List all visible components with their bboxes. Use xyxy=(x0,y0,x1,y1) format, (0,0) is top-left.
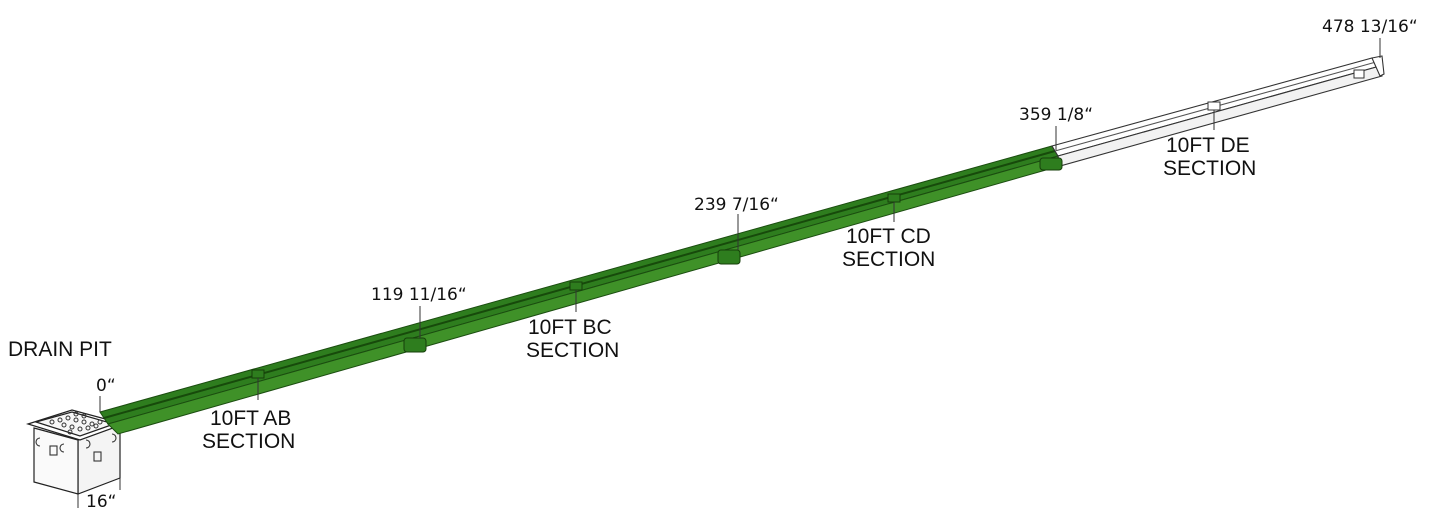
mark-119: 119 11/16“ xyxy=(371,285,467,305)
section-de-line2: SECTION xyxy=(1163,157,1256,180)
section-ab-line2: SECTION xyxy=(202,430,295,453)
joint-b xyxy=(403,337,427,353)
section-ab-line1: 10FT AB xyxy=(210,407,291,430)
mark-239: 239 7/16“ xyxy=(694,195,779,215)
bracket-cd xyxy=(887,193,901,203)
start-mark: 0“ xyxy=(96,376,116,396)
channel-side-face xyxy=(107,155,1061,435)
section-bc-line1: 10FT BC xyxy=(528,316,612,339)
mark-359: 359 1/8“ xyxy=(1019,105,1093,125)
section-de-line1: 10FT DE xyxy=(1166,134,1250,157)
drain-pit-title: DRAIN PIT xyxy=(8,338,112,361)
bracket-bc xyxy=(569,281,583,291)
section-cd-line1: 10FT CD xyxy=(846,225,931,248)
section-cd-line2: SECTION xyxy=(842,248,935,271)
joint-d xyxy=(1039,157,1063,171)
dimension-leaders xyxy=(99,38,1381,412)
drain-pit xyxy=(25,409,126,508)
bracket-ab xyxy=(251,369,265,379)
mark-478: 478 13/16“ xyxy=(1322,17,1418,37)
section-bc-line2: SECTION xyxy=(526,339,619,362)
joint-connectors xyxy=(251,157,1063,379)
joint-c xyxy=(717,249,741,265)
pit-size-dimension: 16“ xyxy=(86,492,116,512)
